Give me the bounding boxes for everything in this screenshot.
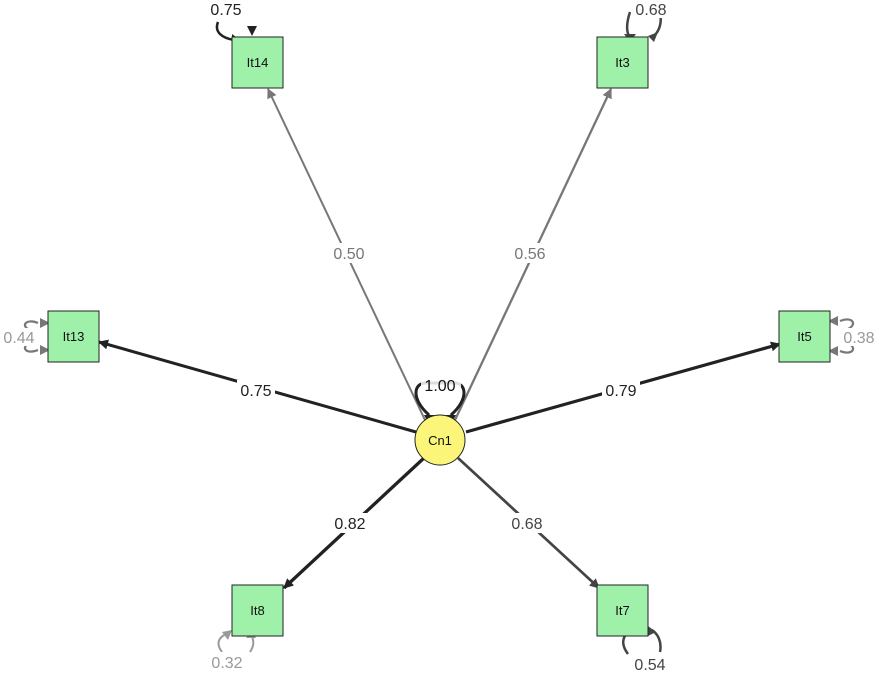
node-label-it8: It8 [250, 603, 264, 618]
node-cn1[interactable]: Cn1 [414, 414, 466, 466]
edge-label-it13: 0.75 [240, 383, 271, 400]
node-label-it14: It14 [247, 55, 269, 70]
edge-label-it5: 0.79 [605, 383, 636, 400]
item-nodes: It14 It3 It13 It5 It8 It7 [47, 36, 831, 637]
node-label-cn1: Cn1 [428, 433, 452, 448]
node-it13[interactable]: It13 [47, 310, 100, 363]
node-label-it13: It13 [63, 329, 85, 344]
node-label-it5: It5 [797, 329, 811, 344]
residual-label-it8: 0.32 [211, 655, 242, 672]
node-label-it3: It3 [615, 55, 629, 70]
loading-edges [98, 88, 781, 590]
edge-label-it7: 0.68 [511, 516, 542, 533]
node-it7[interactable]: It7 [596, 584, 649, 637]
residual-label-it13: 0.44 [3, 330, 34, 347]
residual-label-it14: 0.75 [210, 2, 241, 19]
edge-label-it8: 0.82 [334, 516, 365, 533]
node-it8[interactable]: It8 [231, 584, 284, 637]
residual-label-it7: 0.54 [634, 657, 665, 674]
node-it14[interactable]: It14 [231, 36, 284, 89]
edge-label-it14: 0.50 [333, 246, 364, 263]
edge-label-it3: 0.56 [514, 246, 545, 263]
node-label-it7: It7 [615, 603, 629, 618]
residual-label-it5: 0.38 [843, 330, 874, 347]
residual-label-it3: 0.68 [635, 2, 666, 19]
loading-labels: 0.50 0.56 0.75 0.79 0.82 0.68 [237, 243, 640, 533]
factor-variance-label: 1.00 [424, 378, 455, 395]
node-it3[interactable]: It3 [596, 36, 649, 89]
node-it5[interactable]: It5 [778, 310, 831, 363]
